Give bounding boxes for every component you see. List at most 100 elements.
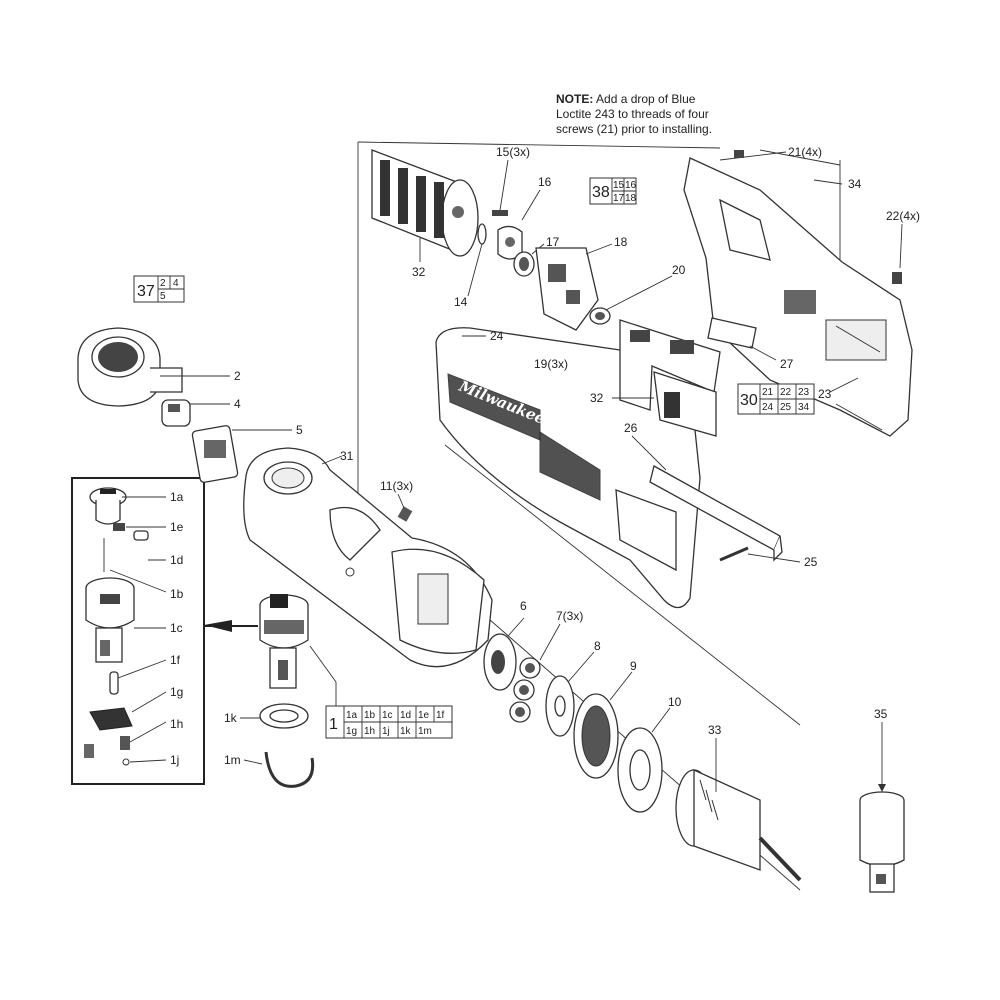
kit-box-30: 30 21 22 23 24 25 34 [737,383,815,415]
kit-1-part: 1b [364,710,376,721]
kit-37-part: 5 [160,291,166,302]
label-10: 10 [668,695,682,709]
part-26-strip [631,435,783,562]
part-11-screws [397,493,413,522]
kit-1-part: 1h [364,726,375,737]
label-15: 15(3x) [496,145,530,159]
kit-30-part: 24 [762,402,774,413]
kit-37-part: 2 [160,278,166,289]
part-1-assembly [259,594,344,730]
label-1j: 1j [170,753,179,767]
kit-38-part: 15 [613,180,625,191]
part-5 [191,425,292,483]
kit-1-part: 1g [346,726,357,737]
label-14: 14 [454,295,468,309]
label-1a: 1a [170,490,184,504]
label-1h: 1h [170,717,183,731]
label-27: 27 [780,357,794,371]
part-27 [707,317,777,361]
label-8: 8 [594,639,601,653]
part-10 [617,707,671,813]
loctite-note: NOTE: Add a drop of Blue Loctite 243 to … [556,92,716,137]
kit-30-part: 21 [762,387,774,398]
kit-1-part: 1a [346,710,358,721]
part-33-armature [675,738,802,882]
label-21: 21(4x) [788,145,822,159]
kit-37-number: 37 [137,283,155,300]
label-16: 16 [538,175,552,189]
part-20 [589,275,673,325]
part-31-housing [243,447,493,668]
parts-14-15-16 [467,159,541,297]
part-8-washer [545,651,595,737]
label-19: 19(3x) [534,357,568,371]
kit-38-part: 17 [613,193,625,204]
kit-1-part: 1m [418,726,432,737]
assembly-1-detail [84,487,167,766]
label-1m: 1m [224,753,241,767]
label-24: 24 [490,329,504,343]
kit-box-38: 38 15 16 17 18 [589,177,637,205]
part-32-motor [371,149,479,262]
label-2: 2 [234,369,241,383]
part-23-leader [829,377,883,431]
kit-1-number: 1 [329,716,338,733]
label-34: 34 [848,177,862,191]
part-labels: 2 4 5 31 11(3x) 1a 1e 1d 1b 1c 1f 1g 1h … [170,145,920,767]
part-34-housing [683,151,913,437]
kit-1-part: 1j [382,726,390,737]
part-25-pin [719,546,801,563]
label-5: 5 [296,423,303,437]
kit-1-part: 1e [418,710,430,721]
kit-38-part: 16 [625,180,637,191]
label-9: 9 [630,659,637,673]
kit-box-1: 1 1a 1b 1c 1d 1e 1f 1g 1h 1j 1k 1m [325,705,453,739]
label-32-pcb: 32 [590,391,604,405]
kit-38-part: 18 [625,193,637,204]
label-1e: 1e [170,520,184,534]
part-9-ring-gear [573,671,633,779]
parts-17-18 [513,243,613,331]
note-body: Add a drop of Blue Loctite 243 to thread… [556,92,713,136]
kit-30-part: 25 [780,402,792,413]
kit-1-part: 1k [400,726,412,737]
label-32-motor: 32 [412,265,426,279]
label-1g: 1g [170,685,183,699]
label-23: 23 [818,387,832,401]
label-18: 18 [614,235,628,249]
label-35: 35 [874,707,888,721]
label-20: 20 [672,263,686,277]
kit-1-part: 1d [400,710,411,721]
label-17: 17 [546,235,560,249]
kit-37-part: 4 [173,278,179,289]
kit-1-part: 1c [382,710,393,721]
label-1d: 1d [170,553,183,567]
label-26: 26 [624,421,638,435]
parts-21-22-screws [734,150,903,284]
label-1c: 1c [170,621,183,635]
label-33: 33 [708,723,722,737]
kit-box-37: 37 2 4 5 [133,275,185,303]
label-1k: 1k [224,711,238,725]
part-1m-ring [243,751,315,788]
kit-30-number: 30 [740,392,758,409]
label-22: 22(4x) [886,209,920,223]
label-4: 4 [234,397,241,411]
part-32-pcb [612,319,721,437]
label-11: 11(3x) [380,479,413,493]
kit-30-part: 34 [798,402,810,413]
kit-38-number: 38 [592,184,610,201]
part-1k-washer [240,703,309,729]
label-25: 25 [804,555,818,569]
label-1f: 1f [170,653,181,667]
part-4 [161,399,230,427]
part-35-socket [859,722,905,893]
label-6: 6 [520,599,527,613]
note-heading: NOTE: [556,92,594,106]
part-2-collar [77,327,230,407]
kit-30-part: 22 [780,387,792,398]
label-7: 7(3x) [556,609,583,623]
label-31: 31 [340,449,354,463]
parts-6-7-gears [483,617,561,723]
